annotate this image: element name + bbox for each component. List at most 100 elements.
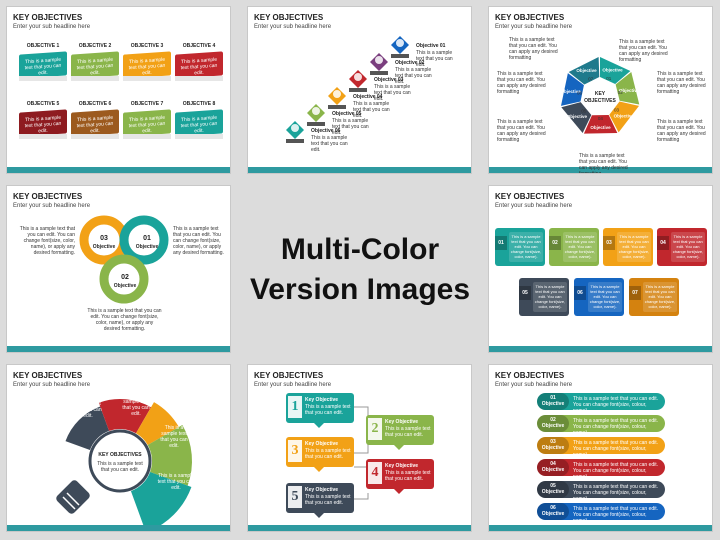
step-text: This is a sample text that you can edit. — [332, 118, 369, 136]
card-num: 05 — [522, 290, 528, 296]
slide-9-thumbnail[interactable]: KEY OBJECTIVES Enter your sub headline h… — [488, 364, 713, 532]
ring-segment — [615, 72, 640, 105]
card-num: 02 — [552, 240, 558, 246]
pill-obj: Objective — [541, 467, 565, 473]
slide-subtitle: Enter your sub headline here — [495, 24, 573, 30]
seg-text-teal: This is a sample text that you can edit. — [157, 473, 195, 491]
ring-num-01: 01 — [143, 235, 151, 242]
bulb-center — [88, 429, 152, 493]
slide-6-thumbnail[interactable]: KEY OBJECTIVES Enter your sub headline h… — [488, 185, 713, 353]
footer-bar — [489, 525, 712, 531]
step-icon — [291, 124, 299, 132]
pill-obj: Objective — [541, 401, 565, 407]
ring-num-02: 02 — [121, 274, 129, 281]
ring-segment — [561, 102, 592, 134]
ring-center-title: KEY — [595, 91, 606, 97]
bulb-thread — [66, 492, 80, 506]
ring-diagram: Objective01Objective02Objective03Objecti… — [561, 57, 640, 134]
slide-8-thumbnail[interactable]: KEY OBJECTIVES Enter your sub headline h… — [247, 364, 472, 532]
slide-title: KEY OBJECTIVES — [495, 192, 565, 201]
seg-text-red: This is a sample text that you can edit. — [74, 395, 102, 419]
pill-num: 06 — [550, 505, 556, 511]
card-tab — [603, 236, 615, 250]
seg-text-navy: This is a sample text that you can edit. — [51, 445, 77, 469]
pill-badge — [537, 393, 569, 410]
ring-segment-label: Objective — [619, 88, 640, 93]
ring-segment-label: Objective — [614, 113, 635, 118]
objective-text: This is a sample text that you can edit. — [128, 56, 166, 77]
box-pointer — [314, 513, 324, 518]
objective-text: This is a sample text that you can edit. — [180, 114, 218, 135]
ribbon-fold — [123, 76, 171, 81]
slide-subtitle: Enter your sub headline here — [254, 24, 332, 30]
objective-ribbon: This is a sample text that you can edit. — [175, 109, 223, 137]
objective-ribbon: This is a sample text that you can edit. — [71, 51, 119, 79]
step-icon — [375, 56, 383, 64]
box-number: 3 — [288, 440, 302, 462]
box-text: This is a sample text that you can edit. — [305, 448, 351, 460]
slide-2-thumbnail[interactable]: KEY OBJECTIVES Enter your sub headline h… — [247, 6, 472, 174]
card-body: This is a sample text that you can edit.… — [588, 282, 622, 312]
objective-ribbon: This is a sample text that you can edit. — [123, 109, 171, 137]
pill-badge — [537, 503, 569, 520]
ring-label-02: Objective — [114, 283, 137, 289]
card-tab — [549, 236, 561, 250]
card-body: This is a sample text that you can edit.… — [533, 282, 567, 312]
step-text: This is a sample text that you can edit. — [395, 67, 432, 85]
card-tab — [519, 286, 531, 300]
slide-title: KEY OBJECTIVES — [13, 371, 83, 380]
objective-text: This is a sample text that you can edit. — [128, 114, 166, 135]
pill-num: 05 — [550, 483, 556, 489]
step-text: This is a sample text that you can edit. — [374, 84, 411, 102]
objective-label: OBJECTIVE 1 — [26, 43, 60, 49]
venn-rings-diagram: 03 Objective 01 Objective 02 Objective — [79, 215, 169, 304]
slide-title: KEY OBJECTIVES — [13, 192, 83, 201]
pill-text: This is a sample text that you can edit.… — [573, 440, 659, 458]
ring-segment — [600, 57, 631, 84]
slide-1-thumbnail[interactable]: KEY OBJECTIVES Enter your sub headline h… — [6, 6, 231, 174]
footer-bar — [248, 525, 471, 531]
ribbon-fold — [19, 76, 67, 81]
footer-bar — [248, 167, 471, 173]
objective-text: This is a sample text that you can edit. — [24, 114, 62, 135]
step-text: This is a sample text that you can edit. — [353, 101, 390, 119]
objective-card: 05 This is a sample text that you can edi… — [519, 278, 569, 316]
slide-subtitle: Enter your sub headline here — [13, 203, 91, 209]
box-text: This is a sample text that you can edit. — [385, 470, 431, 482]
ribbon-fold — [175, 134, 223, 139]
slide-3-thumbnail[interactable]: KEY OBJECTIVES Enter your sub headline h… — [488, 6, 713, 174]
objective-label: OBJECTIVE 4 — [182, 43, 216, 49]
card-num: 07 — [632, 290, 638, 296]
step-icon — [396, 39, 404, 47]
bulb-wedge — [130, 471, 192, 531]
ring-segment — [583, 115, 618, 134]
step-label: Objective 04 — [353, 94, 383, 100]
step-label: Objective 06 — [311, 128, 341, 134]
objective-text: This is a sample text that you can edit. — [76, 56, 114, 77]
pill-obj: Objective — [541, 511, 565, 517]
slide-4-thumbnail[interactable]: KEY OBJECTIVES Enter your sub headline h… — [6, 185, 231, 353]
step-label: Objective 05 — [332, 111, 362, 117]
box-pointer — [394, 445, 404, 450]
connector — [354, 493, 369, 500]
step-riser — [328, 105, 346, 109]
bulb-wedge — [98, 399, 151, 434]
pill-num: 04 — [550, 461, 556, 467]
objective-label: OBJECTIVE 6 — [78, 101, 112, 107]
slide-title: KEY OBJECTIVES — [254, 13, 324, 22]
ring-label-03: Objective — [93, 244, 116, 250]
ribbon-fold — [71, 76, 119, 81]
ring-text: This is a sample text that you can edit.… — [509, 37, 558, 61]
ring-num-03: 03 — [100, 235, 108, 242]
card-tab — [657, 236, 669, 250]
ring-segment-num: 03 — [614, 108, 620, 113]
card-body: This is a sample text that you can edit.… — [617, 232, 651, 262]
slide-7-thumbnail[interactable]: KEY OBJECTIVES Enter your sub headline h… — [6, 364, 231, 532]
